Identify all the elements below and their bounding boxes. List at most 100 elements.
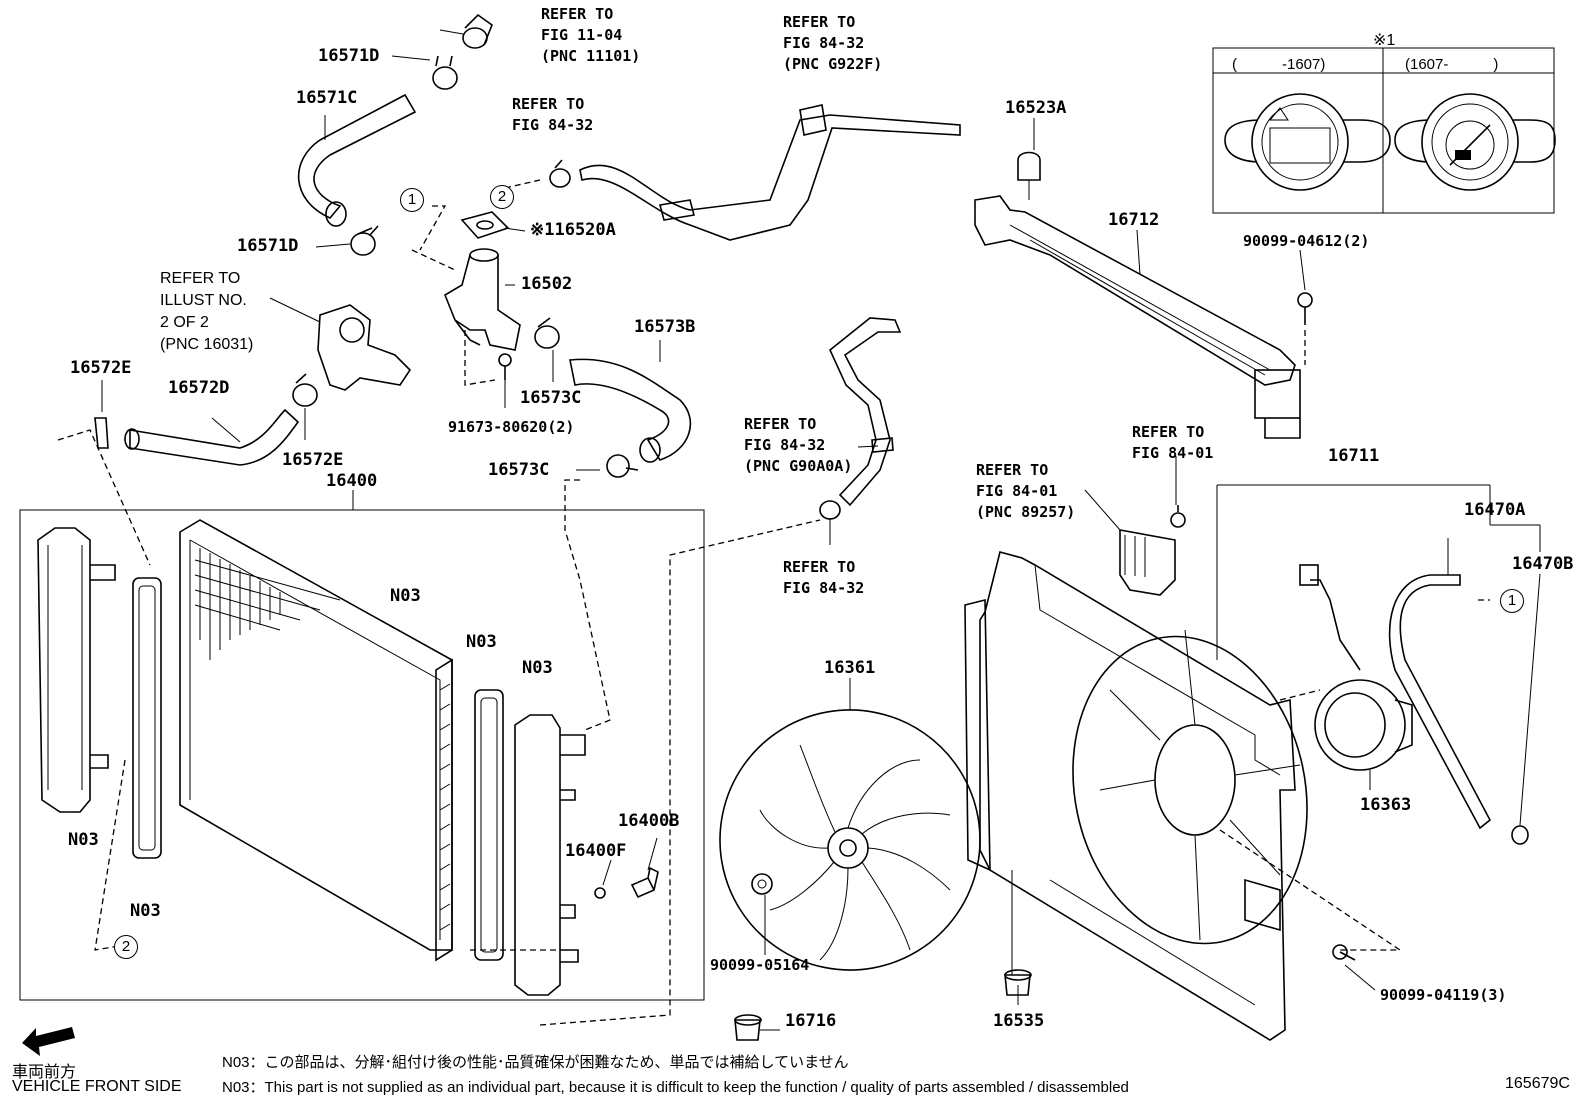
label-n03-gasket-left: N03: [130, 901, 161, 921]
cap-old: [1224, 93, 1391, 191]
radiator-right-tank: [514, 714, 586, 996]
clamp-16573C-b: [606, 454, 639, 478]
ref-fig-11-04[interactable]: REFER TO FIG 11-04 (PNC 11101): [541, 5, 641, 65]
radiator-core: [179, 519, 453, 962]
label-16400[interactable]: 16400: [326, 471, 378, 491]
fan-shroud-16711: [964, 551, 1308, 1041]
label-n03-gasket-right: N03: [466, 632, 497, 652]
hose-16571C: [297, 93, 417, 219]
drain-plug-16400b: [630, 866, 659, 899]
label-16571D-top[interactable]: 16571D: [318, 46, 380, 66]
screw-84-01: [1170, 505, 1186, 528]
inset-col-right: (1607- ): [1405, 56, 1499, 73]
label-16470A[interactable]: 16470A: [1464, 500, 1526, 520]
fan-16361: [719, 709, 981, 971]
inset-col-left: ( -1607): [1232, 56, 1326, 73]
label-n03-core: N03: [390, 586, 421, 606]
label-16712[interactable]: 16712: [1108, 210, 1160, 230]
direction-jp: 車両前方: [12, 1064, 77, 1081]
label-91673-80620[interactable]: 91673-80620(2): [448, 418, 575, 436]
ref-fig-84-01[interactable]: REFER TO FIG 84-01: [1132, 423, 1214, 462]
ref-illust-16031[interactable]: REFER TO ILLUST NO. 2 OF 2 (PNC 16031): [160, 270, 254, 353]
cap-new: [1394, 93, 1556, 191]
label-16470B[interactable]: 16470B: [1512, 554, 1574, 574]
note-n03-en: N03：This part is not supplied as an indi…: [222, 1079, 1129, 1096]
label-16400B[interactable]: 16400B: [618, 811, 680, 831]
right-gasket: [474, 689, 504, 961]
label-16400F[interactable]: 16400F: [565, 841, 627, 861]
label-16571D-mid[interactable]: 16571D: [237, 236, 299, 256]
clamp-g90a0a: [871, 437, 894, 453]
hose-bypass-g922f: [579, 114, 961, 241]
clamp-16470B: [1511, 825, 1529, 845]
label-16573C-upper[interactable]: 16573C: [520, 388, 582, 408]
ref-fig-84-32-g922f[interactable]: REFER TO FIG 84-32 (PNC G922F): [783, 13, 883, 73]
clamp-16571D-top: [432, 55, 458, 90]
clamp-g922f-a: [659, 199, 695, 221]
gasket-16520A: [460, 211, 510, 239]
label-16520A[interactable]: ※116520A: [530, 220, 616, 240]
inset-cap-variants: [1212, 47, 1556, 214]
label-16363[interactable]: 16363: [1360, 795, 1412, 815]
ref-fig-84-32-bottom[interactable]: REFER TO FIG 84-32: [783, 558, 865, 597]
label-90099-05164[interactable]: 90099-05164: [710, 956, 810, 974]
bolt-90099-04119: [1332, 944, 1356, 961]
inset-mark: ※1: [1373, 32, 1396, 49]
bush-16716: [734, 1014, 762, 1041]
clamp-16571D-mid: [350, 225, 379, 256]
ref-fig-84-01-89257[interactable]: REFER TO FIG 84-01 (PNC 89257): [976, 461, 1076, 521]
label-n03-tank-left: N03: [68, 830, 99, 850]
marker-2-top: 2: [490, 185, 514, 209]
water-inlet-16502: [444, 248, 521, 351]
hose-inlet-top: [462, 13, 493, 49]
hose-16572D: [129, 408, 300, 466]
clamp-2: [549, 159, 571, 188]
label-16361[interactable]: 16361: [824, 658, 876, 678]
marker-1-right: 1: [1500, 589, 1524, 613]
hose-16573B: [569, 358, 692, 461]
note-n03-jp: N03：この部品は、分解･組付け後の性能･品質確保が困難なため、単品では補給して…: [222, 1054, 849, 1071]
clamp-16573C-a: [534, 317, 560, 349]
fan-motor-16363: [1299, 564, 1413, 771]
label-16572D[interactable]: 16572D: [168, 378, 230, 398]
bush-16535: [1004, 969, 1032, 996]
label-16572E-left[interactable]: 16572E: [70, 358, 132, 378]
bolt-91673: [498, 353, 512, 380]
hose-16470A: [1388, 574, 1492, 830]
bolt-90099-04612: [1297, 292, 1313, 325]
label-90099-04119[interactable]: 90099-04119(3): [1380, 986, 1507, 1004]
ref-fig-84-32-top[interactable]: REFER TO FIG 84-32: [512, 95, 594, 134]
direction-en: VEHICLE FRONT SIDE: [12, 1078, 182, 1095]
label-16573C-lower[interactable]: 16573C: [488, 460, 550, 480]
label-16572E-right[interactable]: 16572E: [282, 450, 344, 470]
marker-1-top: 1: [400, 188, 424, 212]
radiator-assembly-frame: [19, 509, 705, 1001]
cap-16523A: [1017, 151, 1041, 200]
o-ring-16400f: [594, 887, 606, 899]
label-16571C[interactable]: 16571C: [296, 88, 358, 108]
label-n03-tank-right: N03: [522, 658, 553, 678]
left-gasket: [132, 577, 162, 859]
clamp-16572E: [292, 373, 318, 407]
relay-89257: [1119, 529, 1176, 596]
label-16535[interactable]: 16535: [993, 1011, 1045, 1031]
vehicle-front-arrow-icon: [22, 1027, 75, 1056]
ref-fig-84-32-g90a0a[interactable]: REFER TO FIG 84-32 (PNC G90A0A): [744, 415, 853, 475]
label-16716[interactable]: 16716: [785, 1011, 837, 1031]
valve-16031: [317, 304, 412, 391]
label-16502[interactable]: 16502: [521, 274, 573, 294]
hose-g90a0a: [829, 317, 902, 507]
radiator-left-tank: [37, 527, 116, 813]
figure-id: 165679C: [1505, 1075, 1570, 1092]
nut-90099-05164: [751, 873, 773, 895]
upper-support-16712: [974, 195, 1301, 439]
marker-2-bottom: 2: [114, 935, 138, 959]
label-16523A[interactable]: 16523A: [1005, 98, 1067, 118]
label-90099-04612[interactable]: 90099-04612(2): [1243, 232, 1370, 250]
clamp-g90a0a-b: [819, 500, 841, 520]
label-16573B[interactable]: 16573B: [634, 317, 696, 337]
label-16711[interactable]: 16711: [1328, 446, 1380, 466]
clamp-g922f-b: [799, 104, 827, 136]
clamp-16572E-left: [94, 417, 109, 449]
